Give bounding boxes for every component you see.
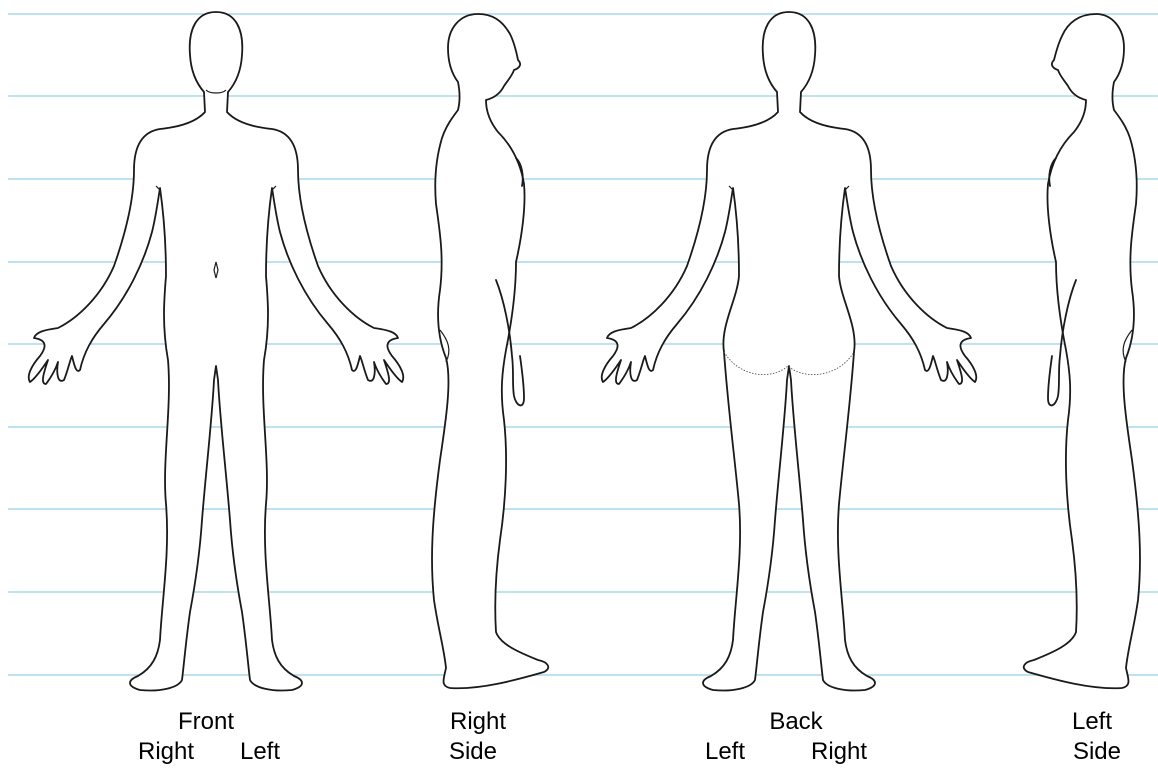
back-figure <box>602 12 977 691</box>
left-side-title: Left <box>1064 708 1120 736</box>
back-left-label: Left <box>694 738 756 766</box>
right-side-figure <box>432 14 548 688</box>
front-right-label: Right <box>130 738 202 766</box>
back-right-label: Right <box>800 738 878 766</box>
front-left-label: Left <box>232 738 288 766</box>
right-side-title: Right <box>438 708 518 736</box>
front-figure <box>29 12 404 691</box>
front-title: Front <box>168 708 244 736</box>
left-side-figure <box>1024 14 1140 688</box>
back-title: Back <box>758 708 834 736</box>
right-side-sub: Side <box>438 738 508 766</box>
left-side-sub: Side <box>1062 738 1132 766</box>
